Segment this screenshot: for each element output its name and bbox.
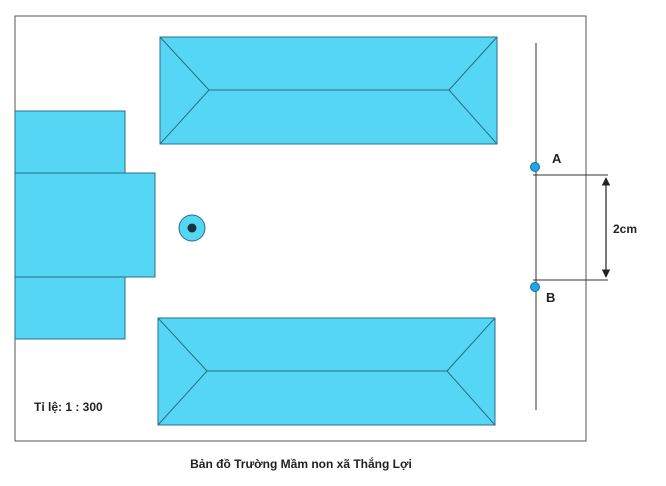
top-building	[159, 36, 498, 145]
flagpole-marker	[178, 214, 206, 242]
point-b-label: B	[546, 290, 555, 305]
left-building	[14, 110, 156, 340]
bottom-building	[157, 317, 496, 426]
scale-label: Tỉ lệ: 1 : 300	[34, 400, 103, 414]
map-caption: Bản đồ Trường Mầm non xã Thắng Lợi	[190, 456, 412, 471]
point-b	[530, 282, 540, 292]
point-a	[530, 162, 540, 172]
point-a-label: A	[552, 151, 562, 166]
distance-label: 2cm	[613, 222, 637, 236]
